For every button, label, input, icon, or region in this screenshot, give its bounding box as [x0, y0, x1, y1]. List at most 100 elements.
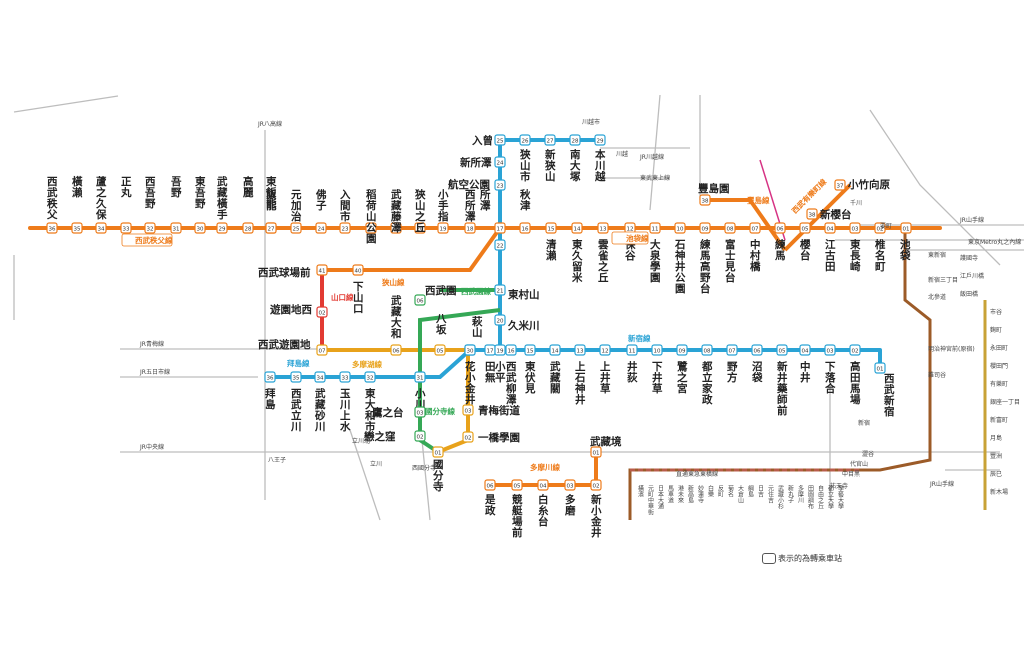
station-name: 青梅街道	[478, 404, 520, 417]
jr-kawagoe-label: JR川越線	[639, 153, 664, 161]
yurakucho-station: 櫻田門	[990, 362, 1008, 370]
jr-ome-label: JR青梅線	[139, 340, 164, 348]
station-number-badge	[505, 344, 517, 356]
station-number-badge	[437, 222, 449, 234]
station-number: 26	[522, 139, 529, 145]
yurakucho-station: 飯田橋	[960, 290, 978, 298]
station-number: 08	[727, 227, 734, 233]
hachioji-label: 八王子	[268, 457, 286, 464]
station-number-badge	[316, 264, 328, 276]
jr-itsukaichi-label: JR五日市線	[139, 368, 170, 376]
station-number-badge	[544, 134, 556, 146]
station-number-badge	[365, 222, 377, 234]
station-number-badge	[120, 222, 132, 234]
station-number: 14	[574, 227, 581, 233]
station-number-badge	[494, 134, 506, 146]
station-number: 30	[467, 349, 474, 355]
station-number-badge	[824, 222, 836, 234]
station-number-badge	[290, 222, 302, 234]
station-number-badge	[594, 134, 606, 146]
station-number: 27	[268, 227, 275, 233]
tokyu-station: 白樂	[707, 484, 714, 498]
station-number: 03	[465, 409, 472, 415]
station-number: 11	[629, 349, 636, 355]
station-number-badge	[569, 134, 581, 146]
station-name: 橫瀨	[72, 175, 83, 199]
small-labels: JR八高線 JR川越線 東武東上線 川越 JR山手線 東京Metro丸之內線 J…	[139, 120, 1021, 490]
station-name: 西武立川	[290, 388, 302, 433]
station-number-badge	[352, 264, 364, 276]
station-number: 27	[547, 139, 554, 145]
station-name: 東久留米	[571, 238, 583, 284]
yurakucho-station: 麴町	[990, 326, 1002, 334]
station-name: 富士見台	[724, 238, 736, 284]
station-number-badge	[462, 404, 474, 416]
yurakucho-station: 豐洲	[990, 452, 1002, 460]
station-name: 新櫻台	[820, 208, 852, 221]
station-name: 西吾野	[145, 176, 156, 210]
station-number: 36	[267, 376, 274, 382]
legend-transfer-box	[762, 553, 776, 564]
station-name: 入間市	[340, 189, 351, 223]
station-number-badge	[511, 479, 523, 491]
station-number-badge	[537, 479, 549, 491]
station-number-badge	[549, 344, 561, 356]
station-number-badge	[519, 222, 531, 234]
station-number: 34	[98, 227, 105, 233]
yurakucho-station: 江戶川橋	[960, 272, 984, 280]
tokyu-station: 學藝大學	[837, 484, 844, 510]
station-name: 吾野	[171, 176, 182, 199]
station-markers: 0102椎名町03東長崎04江古田05櫻台06練馬07中村橋08富士見台09練馬…	[46, 118, 912, 539]
station-number-badge	[390, 344, 402, 356]
station-number: 10	[654, 349, 661, 355]
station-number-badge	[414, 430, 426, 442]
station-number-badge	[849, 222, 861, 234]
station-number-badge	[699, 222, 711, 234]
station-number: 14	[552, 349, 559, 355]
station-number: 07	[729, 349, 736, 355]
station-number-badge	[626, 344, 638, 356]
station-number: 41	[319, 269, 326, 275]
tokyu-station: 反町	[717, 484, 724, 497]
station-number-badge	[434, 344, 446, 356]
station-number-badge	[774, 222, 786, 234]
station-name: 武藏關	[550, 360, 561, 395]
station-number-badge	[339, 371, 351, 383]
station-number-badge	[144, 222, 156, 234]
station-number: 02	[593, 484, 600, 490]
station-name: 元加治	[290, 189, 302, 223]
station-name: 玉川上水	[339, 388, 351, 433]
station-name: 航空公園	[448, 178, 490, 191]
kokubunji-line-label: 國分寺線	[425, 406, 455, 416]
station-number: 33	[123, 227, 130, 233]
station-number: 25	[293, 227, 300, 233]
station-name: 下山口	[353, 281, 364, 315]
sayama-line	[322, 226, 502, 272]
station-number: 06	[393, 349, 400, 355]
station-number: 32	[367, 376, 374, 382]
station-number-badge	[432, 446, 444, 458]
station-number: 34	[317, 376, 324, 382]
station-number: 38	[809, 213, 816, 219]
station-number: 29	[219, 227, 226, 233]
yurakucho-station: 有樂町	[990, 380, 1008, 388]
station-number-badge	[806, 208, 818, 220]
station-number-badge	[494, 314, 506, 326]
tachikawa-label: 立川	[370, 460, 382, 468]
tokyu-toyoko-label: 直通東急東橫線	[676, 470, 718, 478]
station-number: 23	[497, 184, 504, 190]
station-number-badge	[170, 222, 182, 234]
station-number: 28	[245, 227, 252, 233]
station-number-badge	[414, 294, 426, 306]
small-label: 千川	[850, 199, 862, 207]
station-name: 雲雀之丘	[597, 239, 609, 284]
station-number: 35	[74, 227, 81, 233]
station-number: 06	[487, 484, 494, 490]
station-number: 02	[465, 436, 472, 442]
station-name: 西武遊園地	[258, 338, 311, 351]
station-number-badge	[590, 446, 602, 458]
station-number: 06	[777, 227, 784, 233]
station-number-badge	[464, 344, 476, 356]
station-number: 22	[497, 244, 504, 250]
yurakucho-station: 護國寺	[960, 254, 978, 262]
